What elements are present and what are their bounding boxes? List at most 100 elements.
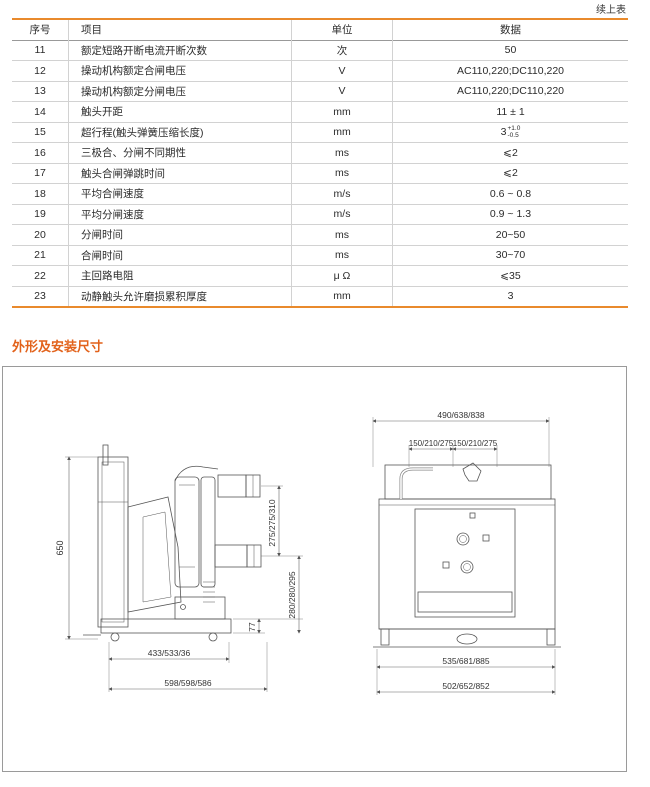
row-value-text: 30~70 bbox=[495, 249, 526, 262]
row-unit-text: m/s bbox=[333, 208, 351, 221]
dim-base: 77 bbox=[247, 622, 257, 632]
row-value: 0.9 ~ 1.3 bbox=[393, 204, 629, 225]
row-value: AC110,220;DC110,220 bbox=[393, 81, 629, 102]
front-foot-center bbox=[456, 633, 478, 645]
row-value: ⩽2 bbox=[393, 163, 629, 184]
row-unit-text: mm bbox=[333, 105, 351, 118]
table-row: 21 合闸时间 ms 30~70 bbox=[12, 245, 628, 266]
row-value-text: ⩽2 bbox=[503, 146, 518, 159]
row-unit: V bbox=[291, 81, 393, 102]
dim-terminal-lower: 280/280/295 bbox=[287, 571, 297, 619]
row-unit-text: mm bbox=[333, 126, 351, 139]
dim-phase-right: 150/210/275 bbox=[453, 439, 498, 448]
front-handle bbox=[462, 462, 482, 482]
row-no-text: 11 bbox=[34, 44, 46, 57]
row-no: 17 bbox=[12, 163, 69, 184]
table-row: 23 动静触头允许磨损累积厚度 mm 3 bbox=[12, 286, 628, 307]
tolerance-minus: -0.5 bbox=[507, 132, 519, 140]
row-value-text: AC110,220;DC110,220 bbox=[456, 64, 565, 77]
front-dimensions bbox=[372, 417, 556, 695]
row-no: 16 bbox=[12, 143, 69, 164]
row-unit: m/s bbox=[291, 204, 393, 225]
row-item: 操动机构额定分闸电压 bbox=[68, 81, 292, 102]
side-frame bbox=[127, 496, 182, 613]
tolerance: +1.0-0.5 bbox=[508, 125, 521, 139]
row-unit-text: ms bbox=[335, 228, 349, 241]
section-title: 外形及安装尺寸 bbox=[12, 339, 104, 354]
row-item: 分闸时间 bbox=[68, 224, 292, 245]
row-no-text: 23 bbox=[34, 290, 46, 303]
drawing-svg: 650 275/275/310 280/280/295 77 433/533/3… bbox=[55, 410, 561, 695]
front-top-section bbox=[384, 464, 552, 500]
row-item: 操动机构额定合闸电压 bbox=[68, 60, 292, 81]
row-no: 21 bbox=[12, 245, 69, 266]
side-mechanism bbox=[174, 596, 226, 620]
row-unit-text: V bbox=[338, 64, 346, 77]
row-value-text: ⩽2 bbox=[503, 167, 518, 180]
row-item-text: 合闸时间 bbox=[81, 249, 123, 262]
table-row: 19 平均分闸速度 m/s 0.9 ~ 1.3 bbox=[12, 204, 628, 225]
row-value: ⩽35 bbox=[393, 266, 629, 287]
tolerance-plus: +1.0 bbox=[507, 125, 521, 133]
row-unit-text: 次 bbox=[336, 44, 348, 57]
side-front-panel bbox=[97, 456, 129, 628]
row-unit: m/s bbox=[291, 183, 393, 204]
row-value-text: 3 bbox=[507, 290, 514, 303]
row-unit-text: mm bbox=[333, 290, 351, 303]
row-no-text: 21 bbox=[34, 249, 46, 262]
row-no-text: 16 bbox=[34, 146, 46, 159]
row-no: 12 bbox=[12, 61, 69, 82]
row-item-text: 操动机构额定分闸电压 bbox=[81, 85, 186, 98]
row-no: 18 bbox=[12, 184, 69, 205]
row-value: 50 bbox=[393, 40, 629, 61]
row-value: 0.6 ~ 0.8 bbox=[393, 184, 629, 205]
row-value: 30~70 bbox=[393, 245, 629, 266]
row-unit: mm bbox=[291, 122, 393, 143]
row-unit-text: ms bbox=[335, 167, 349, 180]
row-item-text: 分闸时间 bbox=[81, 229, 123, 242]
continued-label: 续上表 bbox=[596, 5, 626, 16]
row-item: 平均合闸速度 bbox=[68, 183, 292, 204]
row-no-text: 19 bbox=[34, 208, 46, 221]
row-no: 11 bbox=[12, 40, 69, 61]
row-item-text: 超行程(触头弹簧压缩长度) bbox=[81, 126, 204, 139]
table-row: 17 触头合闸弹跳时间 ms ⩽2 bbox=[12, 163, 628, 184]
row-item-text: 平均分闸速度 bbox=[81, 208, 144, 221]
row-no-text: 17 bbox=[34, 167, 46, 180]
row-no-text: 15 bbox=[34, 126, 46, 139]
row-unit: 次 bbox=[291, 40, 393, 61]
dim-height: 650 bbox=[55, 540, 65, 555]
row-unit: mm bbox=[291, 286, 393, 307]
row-value: 3 bbox=[393, 286, 629, 307]
row-unit-text: ms bbox=[335, 249, 349, 262]
row-value-text: 3 bbox=[500, 126, 507, 139]
side-view bbox=[83, 444, 262, 642]
dimension-drawing: 650 275/275/310 280/280/295 77 433/533/3… bbox=[2, 366, 627, 772]
side-insulator bbox=[174, 476, 200, 588]
row-value: 11 ± 1 bbox=[393, 102, 629, 123]
dim-width-inner: 535/681/885 bbox=[442, 656, 490, 666]
row-unit-text: V bbox=[338, 85, 346, 98]
row-no: 23 bbox=[12, 286, 69, 307]
row-item: 合闸时间 bbox=[68, 245, 292, 266]
row-unit: ms bbox=[291, 245, 393, 266]
upper-terminal bbox=[217, 474, 247, 498]
row-item-text: 触头合闸弹跳时间 bbox=[81, 167, 165, 180]
row-item: 动静触头允许磨损累积厚度 bbox=[68, 286, 292, 307]
row-item-text: 触头开距 bbox=[81, 106, 123, 119]
row-unit-text: μ Ω bbox=[333, 269, 351, 282]
side-base bbox=[100, 618, 232, 634]
row-no-text: 12 bbox=[34, 64, 46, 77]
dim-top-total: 490/638/838 bbox=[437, 410, 485, 420]
row-value-text: 11 ± 1 bbox=[496, 105, 525, 118]
row-item: 平均分闸速度 bbox=[68, 204, 292, 225]
row-value-text: 0.9 ~ 1.3 bbox=[489, 208, 532, 221]
row-unit: mm bbox=[291, 101, 393, 122]
row-item-text: 操动机构额定合闸电压 bbox=[81, 65, 186, 78]
front-view bbox=[373, 462, 561, 648]
